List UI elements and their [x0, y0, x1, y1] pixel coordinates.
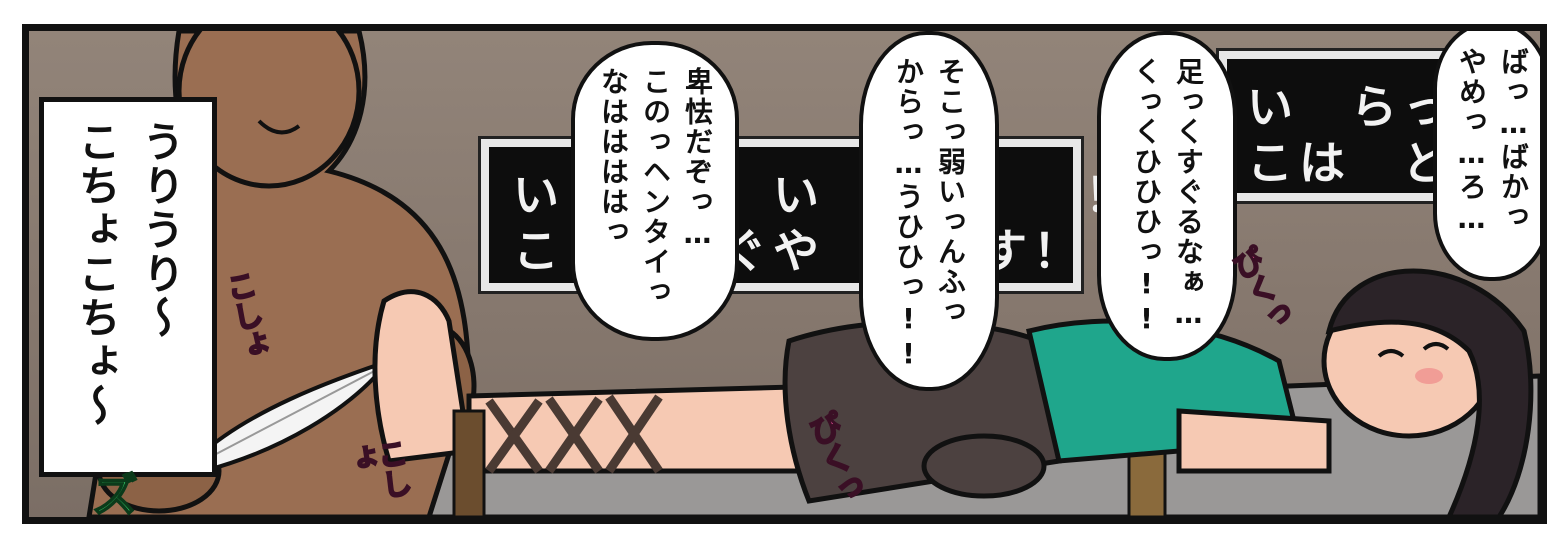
- girl-eye-right: [1422, 342, 1450, 351]
- speech-bubble-2-text: そこっ弱いっんふっ からっ…うひひっ!!: [892, 57, 967, 372]
- speech-bubble-3: 足っくすぐるなぁ… くっくひひひっ!!: [1097, 31, 1237, 361]
- man-head: [176, 31, 362, 189]
- girl-foot: [372, 289, 472, 464]
- speech-bubble-4-text: ばっ…ばかっ やめっ…ろ…: [1455, 47, 1530, 237]
- girl-blush: [1415, 368, 1443, 384]
- speech-bubble-2: そこっ弱いっんふっ からっ…うひひっ!!: [859, 31, 999, 391]
- girl-arm: [1176, 408, 1332, 474]
- feather-spine: [198, 365, 385, 464]
- leg-straps: [485, 394, 663, 474]
- wall-sign-right-line-2: こは ど: [1247, 136, 1455, 190]
- sfx-kosho-bottom: こしょ: [339, 436, 414, 502]
- speech-bubble-4: ばっ…ばかっ やめっ…ろ…: [1433, 31, 1540, 281]
- girl-hair: [1325, 268, 1534, 517]
- girl-eye-left: [1377, 349, 1405, 358]
- comic-artwork: [86, 31, 1540, 517]
- narration-caption-text: うりうり～ こちょこちょ～: [72, 120, 185, 428]
- comic-panel: い ー い ！ ！ こ らぐや す！ い らっし こは ど: [22, 24, 1547, 524]
- rope-ankles: [452, 409, 486, 517]
- girl-glove: [921, 433, 1047, 499]
- man-neck-line: [257, 119, 301, 135]
- speech-bubble-1-text: 卑怯だぞっ… このっヘンタイっ なははははっ: [597, 67, 714, 307]
- narration-caption: うりうり～ こちょこちょ～: [39, 97, 217, 477]
- speech-bubble-3-text: 足っくすぐるなぁ… くっくひひひっ!!: [1130, 57, 1205, 337]
- sfx-zu: ズ: [84, 470, 140, 517]
- speech-bubble-1: 卑怯だぞっ… このっヘンタイっ なははははっ: [571, 41, 739, 341]
